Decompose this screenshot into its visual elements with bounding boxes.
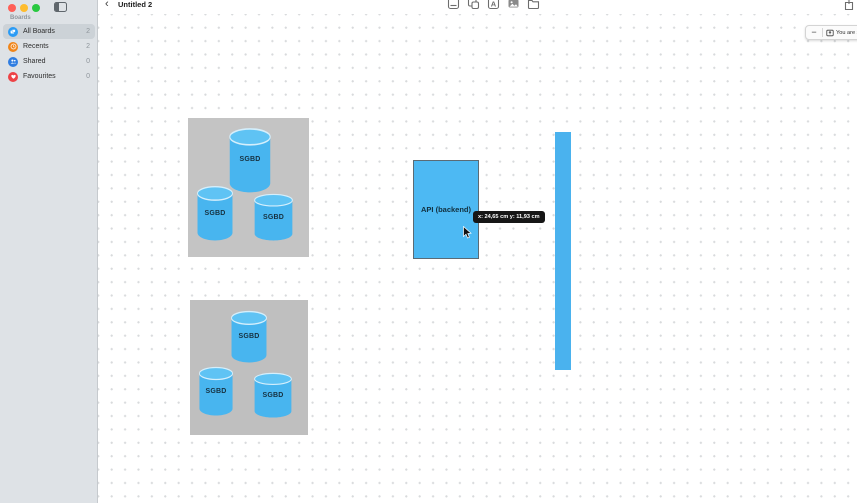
text-box-icon[interactable]: A	[487, 0, 500, 10]
svg-text:A: A	[491, 0, 497, 8]
sidebar-item-count: 0	[86, 73, 90, 80]
status-message: You are s	[823, 29, 857, 37]
folder-icon[interactable]	[527, 0, 540, 10]
boards-icon	[8, 26, 18, 37]
zoom-window-button[interactable]	[32, 4, 40, 12]
back-chevron-icon[interactable]: ‹	[105, 0, 109, 10]
board-canvas[interactable]: SGBD SGBD SGBD SGBD SGBD SGBD API (backe…	[98, 14, 857, 503]
collapse-pill-button[interactable]: −	[811, 27, 817, 37]
pill-divider	[822, 28, 823, 37]
api-rectangle[interactable]: API (backend)	[413, 160, 479, 259]
sidebar: Boards All Boards 2 Recents 2 Sh	[0, 0, 98, 503]
shapes-icon[interactable]	[467, 0, 480, 10]
coordinates-tooltip: x: 24,65 cm y: 11,93 cm	[473, 211, 545, 223]
database-cylinder[interactable]: SGBD	[230, 310, 268, 363]
sidebar-item-all-boards[interactable]: All Boards 2	[3, 24, 95, 39]
database-cylinder[interactable]: SGBD	[253, 193, 294, 241]
sidebar-toggle-icon[interactable]	[54, 2, 67, 12]
sidebar-item-count: 0	[86, 58, 90, 65]
insert-tools: A	[447, 0, 540, 10]
database-cylinder[interactable]: SGBD	[196, 185, 234, 241]
database-cylinder[interactable]: SGBD	[198, 366, 234, 416]
sidebar-list: All Boards 2 Recents 2 Shared 0	[3, 24, 95, 84]
minimize-window-button[interactable]	[20, 4, 28, 12]
sidebar-item-count: 2	[86, 43, 90, 50]
sidebar-item-count: 2	[86, 28, 90, 35]
api-rectangle-label: API (backend)	[420, 205, 471, 214]
people-icon	[8, 56, 18, 67]
sidebar-item-recents[interactable]: Recents 2	[3, 39, 95, 54]
cylinder-label: SGBD	[239, 156, 261, 164]
screen-sharing-icon	[826, 29, 834, 36]
cylinder-label: SGBD	[262, 214, 285, 222]
sidebar-section-header: Boards	[10, 15, 31, 21]
cylinder-label: SGBD	[204, 209, 226, 217]
database-cylinder[interactable]: SGBD	[253, 372, 293, 418]
mouse-cursor-icon	[463, 225, 472, 244]
sticky-note-icon[interactable]	[447, 0, 460, 10]
toolbar: ‹ Untitled 2 A	[98, 0, 857, 14]
board-title[interactable]: Untitled 2	[118, 0, 153, 9]
blue-bar-shape[interactable]	[555, 132, 571, 370]
media-icon[interactable]	[507, 0, 520, 10]
close-window-button[interactable]	[8, 4, 16, 12]
sidebar-item-label: Favourites	[23, 73, 56, 80]
share-icon[interactable]	[843, 0, 855, 14]
clock-icon	[8, 41, 18, 52]
cylinder-label: SGBD	[205, 388, 227, 395]
cylinder-label: SGBD	[262, 392, 284, 400]
sidebar-item-label: Recents	[23, 43, 49, 50]
heart-icon	[8, 71, 18, 82]
database-cylinder[interactable]: SGBD	[228, 127, 272, 193]
sidebar-item-shared[interactable]: Shared 0	[3, 54, 95, 69]
sidebar-item-label: All Boards	[23, 28, 55, 35]
status-text: You are s	[836, 29, 857, 36]
sidebar-item-favourites[interactable]: Favourites 0	[3, 69, 95, 84]
sidebar-item-label: Shared	[23, 58, 46, 65]
cylinder-label: SGBD	[238, 333, 260, 341]
status-pill: − You are s	[805, 25, 857, 40]
